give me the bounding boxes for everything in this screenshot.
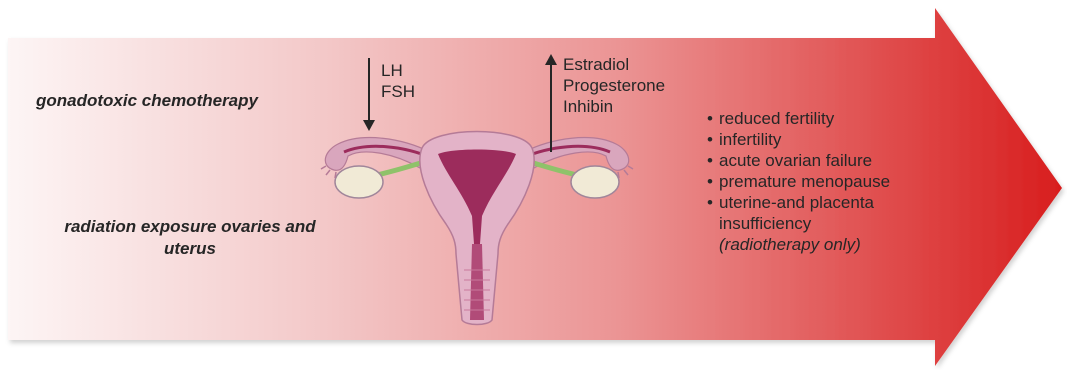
effect-item: uterine-and placenta insufficiency (radi… (707, 192, 907, 255)
radiotherapy-only-note: (radiotherapy only) (719, 235, 861, 254)
hormone-lh: LH (381, 60, 415, 81)
arrow-down-icon (362, 58, 376, 132)
cervical-canal (470, 244, 484, 320)
cause-radiation: radiation exposure ovaries and uterus (40, 216, 340, 260)
right-ovary (571, 166, 619, 198)
hormone-inhibin: Inhibin (563, 96, 665, 117)
arrow-up-icon (544, 54, 558, 154)
pituitary-hormones: LH FSH (381, 60, 415, 102)
effect-item: acute ovarian failure (707, 150, 907, 171)
hormone-progesterone: Progesterone (563, 75, 665, 96)
uterus-ovaries-illustration (312, 120, 642, 332)
effect-item: reduced fertility (707, 108, 907, 129)
cause-chemotherapy: gonadotoxic chemotherapy (36, 90, 258, 112)
effect-item: infertility (707, 129, 907, 150)
left-ovary (335, 166, 383, 198)
hormone-fsh: FSH (381, 81, 415, 102)
ovarian-hormones: Estradiol Progesterone Inhibin (563, 54, 665, 117)
hormone-estradiol: Estradiol (563, 54, 665, 75)
effects-list: reduced fertility infertility acute ovar… (707, 108, 907, 255)
effect-item: premature menopause (707, 171, 907, 192)
